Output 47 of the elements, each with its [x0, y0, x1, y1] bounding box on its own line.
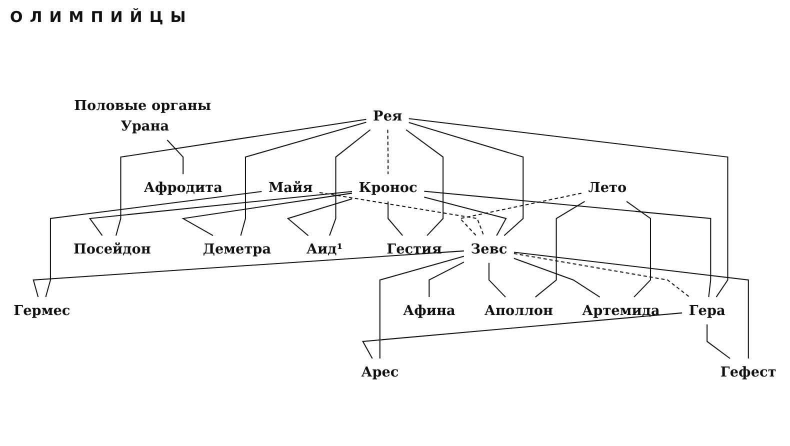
connector [514, 258, 600, 298]
connector [88, 191, 352, 236]
connector [488, 262, 506, 298]
node-text: Аполлон [484, 302, 553, 318]
connector [45, 190, 262, 298]
node-text: Лето [588, 179, 627, 196]
connector [319, 192, 484, 236]
connector [362, 312, 682, 359]
connector [424, 196, 507, 236]
connector [706, 324, 730, 359]
node-text: Гефест [720, 364, 776, 380]
connector [32, 250, 464, 298]
connector [329, 129, 371, 236]
node-text: Гестия [386, 240, 442, 257]
connector [514, 252, 749, 358]
node-text: Рея [373, 108, 402, 124]
diagram-title: ОЛИМПИЙЦЫ [10, 8, 193, 26]
connector [428, 262, 464, 298]
node-text: Деметра [202, 240, 272, 257]
node-text: Афина [402, 302, 456, 318]
connector [626, 201, 652, 298]
node-text: Аид¹ [306, 240, 343, 257]
connector [406, 129, 444, 236]
node-text: Артемида [582, 302, 660, 318]
node-text: Афродита [144, 179, 222, 196]
connector [182, 192, 352, 236]
connector [116, 118, 366, 236]
connector [459, 192, 582, 236]
connector [424, 190, 712, 298]
node-text: Половые органы Урана [74, 97, 212, 134]
connector [408, 118, 728, 298]
node-text: Кронос [358, 179, 418, 196]
connector [514, 253, 690, 298]
node-text: Гера [688, 302, 726, 318]
connector [387, 130, 389, 174]
connector [535, 201, 585, 298]
node-text: Посейдон [74, 240, 151, 257]
node-text: Арес [361, 364, 399, 380]
connector [408, 122, 524, 236]
connector [388, 201, 403, 236]
node-text: Гермес [14, 302, 70, 318]
connector [379, 256, 464, 358]
connector [286, 198, 352, 236]
connector [240, 122, 366, 236]
connector [166, 140, 184, 174]
node-text: Зевс [470, 240, 508, 257]
node-text: Майя [268, 179, 313, 196]
